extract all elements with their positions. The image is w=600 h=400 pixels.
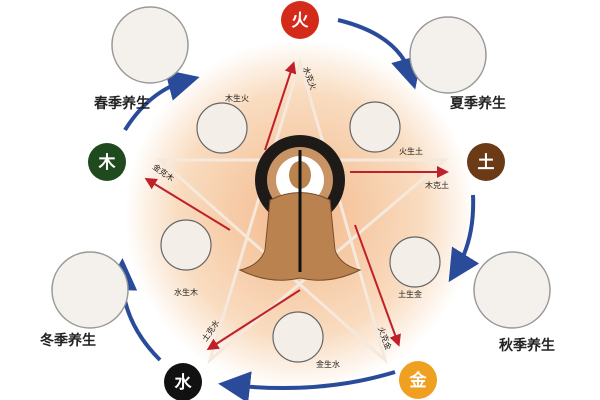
earth-metal-illustration xyxy=(389,236,441,288)
arrow-earth-water xyxy=(206,289,301,351)
arrow-wood-fire xyxy=(123,69,200,132)
metal-water-illustration xyxy=(272,311,324,363)
summer-illustration xyxy=(409,16,487,94)
element-wood: 木 xyxy=(88,143,126,181)
arrow-metal-water xyxy=(218,370,396,400)
label-water-wood: 水生木 xyxy=(174,287,198,297)
autumn-illustration xyxy=(473,251,551,329)
meditating-figure xyxy=(238,135,362,281)
season-autumn: 秋季养生 xyxy=(499,337,555,354)
arrow-earth-metal xyxy=(448,194,480,283)
arrow-water-fire xyxy=(264,61,297,151)
fire-earth-illustration xyxy=(349,101,401,153)
season-summer: 夏季养生 xyxy=(450,95,506,112)
wood-fire-illustration xyxy=(196,102,248,154)
controlling-arrows xyxy=(144,61,449,351)
element-earth: 土 xyxy=(467,143,505,181)
season-spring: 春季养生 xyxy=(93,95,150,112)
element-wood-label: 木 xyxy=(98,152,117,173)
label-wood-earth: 木克土 xyxy=(425,180,449,190)
label-metal-water: 金生水 xyxy=(316,359,340,369)
label-wood-fire: 木生火 xyxy=(225,93,249,103)
element-earth-label: 土 xyxy=(478,152,495,173)
element-metal-label: 金 xyxy=(409,370,428,391)
spring-illustration xyxy=(111,6,189,84)
season-winter: 冬季养生 xyxy=(40,332,96,349)
arrow-fire-earth xyxy=(337,18,423,90)
arrow-metal-wood xyxy=(144,177,231,231)
label-earth-metal: 土生金 xyxy=(398,289,422,299)
element-fire: 火 xyxy=(281,1,319,39)
arrow-fire-metal xyxy=(354,224,401,347)
element-water: 水 xyxy=(164,363,202,400)
winter-illustration xyxy=(51,251,129,329)
element-water-label: 水 xyxy=(175,372,193,393)
element-metal: 金 xyxy=(399,361,437,399)
water-wood-illustration xyxy=(160,219,212,271)
label-fire-earth: 火生土 xyxy=(399,146,423,156)
element-fire-label: 火 xyxy=(292,11,310,31)
